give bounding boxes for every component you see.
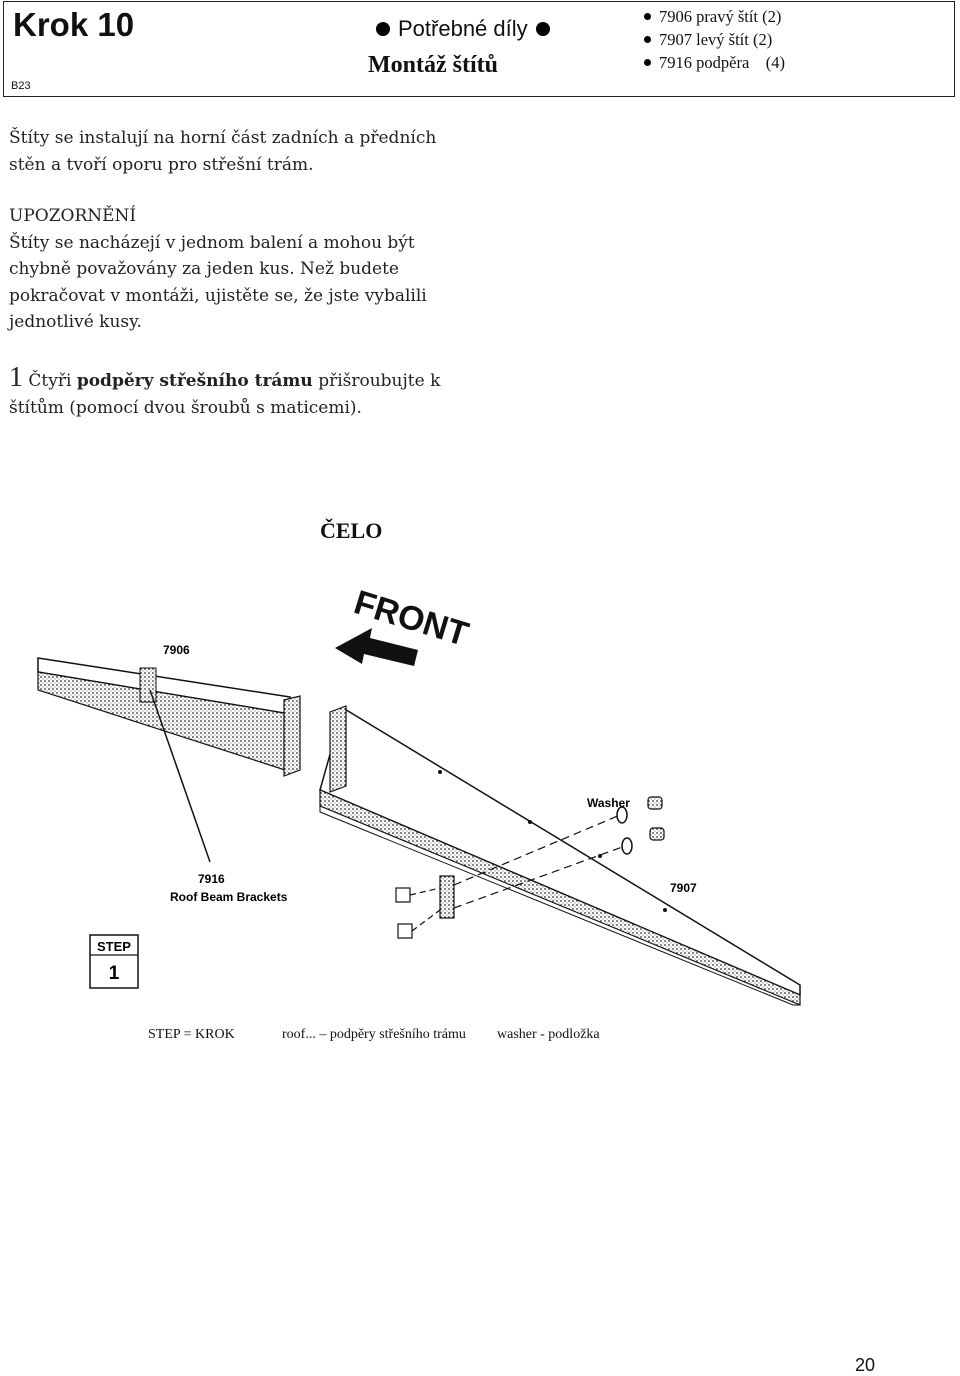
bolt-icon	[647, 796, 665, 841]
section-title: Montáž štítů	[368, 52, 498, 78]
front-arrow-icon: FRONT	[335, 583, 473, 666]
leader-line	[149, 689, 211, 863]
parts-list-item: 7907 levý štít (2)	[644, 28, 785, 51]
bullet-icon	[644, 13, 651, 20]
warning-title: UPOZORNĚNÍ	[9, 206, 137, 226]
step-number: 1	[9, 362, 23, 393]
step-box-label: STEP	[97, 939, 131, 954]
warning-block: UPOZORNĚNÍ Štíty se nacházejí v jednom b…	[9, 203, 449, 336]
bullet-icon	[535, 22, 550, 36]
parts-list-item: 7916 podpěra (4)	[644, 51, 785, 74]
front-label: ČELO	[320, 518, 383, 543]
step-code: B23	[11, 80, 31, 92]
part-label-7916: 7916	[198, 872, 225, 886]
assembly-diagram: FRONT 7906 7907 Washer 7	[37, 583, 801, 1006]
part-label-7907: 7907	[670, 881, 697, 895]
step-header: Krok 10 B23 Potřebné díly Montáž štítů 7…	[3, 1, 955, 97]
brackets-label: Roof Beam Brackets	[170, 890, 288, 904]
legend-roof: roof... – podpěry střešního trámu	[282, 1027, 466, 1042]
parts-list: 7906 pravý štít (2) 7907 levý štít (2) 7…	[644, 5, 785, 74]
roof-beam-bracket	[395, 814, 626, 939]
step-lead: Čtyři	[28, 371, 72, 391]
washer-label: Washer	[587, 796, 630, 810]
parts-heading-label: Potřebné díly	[398, 16, 528, 41]
page-number: 20	[855, 1355, 876, 1375]
gable-7906	[37, 657, 301, 777]
gable-7907	[319, 705, 801, 1006]
washer-icon	[616, 806, 633, 855]
bullet-icon	[644, 59, 651, 66]
part-label-7906: 7906	[163, 643, 190, 657]
warning-text: Štíty se nacházejí v jednom balení a moh…	[9, 232, 427, 333]
parts-list-item: 7906 pravý štít (2)	[644, 5, 785, 28]
step-title: Krok 10	[13, 6, 135, 43]
step-instruction: 1 Čtyři podpěry střešního trámu přišroub…	[9, 362, 449, 421]
bullet-icon	[376, 22, 390, 36]
bullet-icon	[644, 36, 651, 43]
step-rest: přišroubujte k štítům (pomocí dvou šroub…	[9, 371, 441, 418]
step-bold: podpěry střešního trámu	[76, 371, 313, 391]
parts-heading: Potřebné díly	[376, 16, 550, 42]
intro-paragraph: Štíty se instalují na horní část zadních…	[9, 128, 437, 175]
legend-washer: washer - podložka	[497, 1027, 600, 1042]
legend-step: STEP = KROK	[148, 1027, 235, 1042]
step-box: STEP 1	[89, 934, 139, 989]
step-box-number: 1	[109, 963, 120, 984]
